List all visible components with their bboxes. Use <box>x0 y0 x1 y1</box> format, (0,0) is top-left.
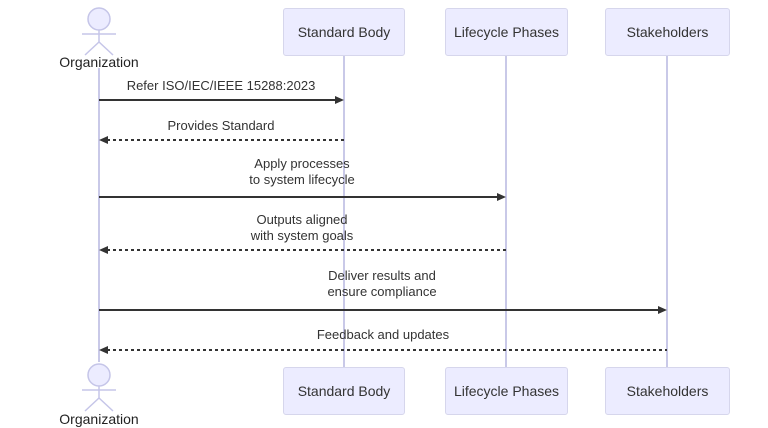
message-2-line <box>107 139 344 141</box>
message-3-line <box>99 196 497 198</box>
message-4-line <box>107 249 506 251</box>
actor-figure-organization-top <box>82 7 116 56</box>
message-4-arrowhead-icon <box>99 246 108 254</box>
message-6-arrowhead-icon <box>99 346 108 354</box>
message-1-arrowhead-icon <box>335 96 344 104</box>
message-1-label: Refer ISO/IEC/IEEE 15288:2023 <box>126 78 316 93</box>
participant-lifecycle-phases-bottom: Lifecycle Phases <box>445 367 568 415</box>
participant-stakeholders-bottom: Stakeholders <box>605 367 730 415</box>
lifeline-stakeholders <box>666 55 668 367</box>
actor-label-organization-top: Organization <box>59 54 139 70</box>
message-6-line <box>107 349 667 351</box>
actor-label-organization-bottom: Organization <box>59 411 139 427</box>
participant-standard-body-top: Standard Body <box>283 8 405 56</box>
message-3-arrowhead-icon <box>497 193 506 201</box>
message-2-arrowhead-icon <box>99 136 108 144</box>
actor-figure-organization-bottom <box>82 363 116 412</box>
participant-label: Standard Body <box>297 24 391 40</box>
message-5-line <box>99 309 658 311</box>
participant-standard-body-bottom: Standard Body <box>283 367 405 415</box>
message-5-label: Deliver results and ensure compliance <box>327 268 437 299</box>
participant-label: Lifecycle Phases <box>453 383 560 399</box>
lifeline-standard-body <box>343 55 345 367</box>
participant-label: Lifecycle Phases <box>453 24 560 40</box>
lifeline-lifecycle-phases <box>505 55 507 367</box>
participant-lifecycle-phases-top: Lifecycle Phases <box>445 8 568 56</box>
participant-label: Stakeholders <box>626 383 709 399</box>
message-5-arrowhead-icon <box>658 306 667 314</box>
message-6-label: Feedback and updates <box>316 327 450 342</box>
lifeline-organization <box>98 68 100 362</box>
message-2-label: Provides Standard <box>167 118 275 133</box>
message-3-label: Apply processes to system lifecycle <box>249 156 355 187</box>
participant-label: Standard Body <box>297 383 391 399</box>
participant-stakeholders-top: Stakeholders <box>605 8 730 56</box>
participant-label: Stakeholders <box>626 24 709 40</box>
message-1-line <box>99 99 335 101</box>
message-4-label: Outputs aligned with system goals <box>250 212 354 243</box>
